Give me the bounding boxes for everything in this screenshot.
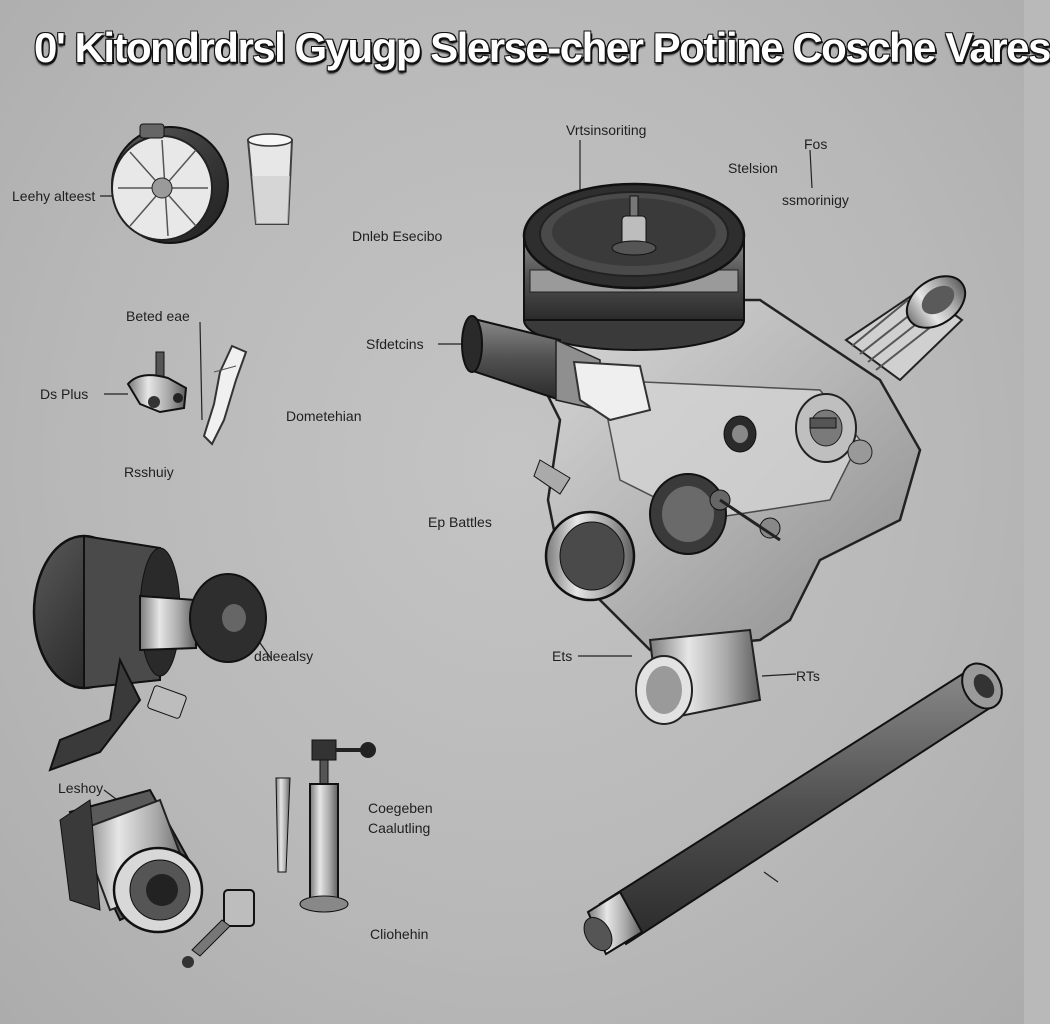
label-dometehian: Dometehian [286, 408, 362, 424]
label-cliohehin: Cliohehin [370, 926, 429, 942]
diagram-title: 0' Kitondrdrsl Gyugp Slerse-cher Potiine… [34, 24, 1050, 71]
label-dnleb-esecibo: Dnleb Esecibo [352, 228, 443, 244]
lever-part [202, 344, 248, 446]
nozzle-part [182, 889, 255, 968]
glass-cup-part [246, 133, 294, 225]
label-beted-eae: Beted eae [126, 308, 190, 324]
label-rts: RTs [796, 668, 820, 684]
label-fos: Fos [804, 136, 828, 152]
label-leehy-alteest: Leehy alteest [12, 188, 96, 204]
pump-housing-part [32, 534, 267, 772]
clip-part [126, 351, 188, 414]
long-tube-part [583, 662, 1003, 956]
label-ds-plus: Ds Plus [40, 386, 89, 402]
label-caalutling: Caalutling [368, 820, 431, 836]
label-ep-battles: Ep Battles [428, 514, 492, 530]
filter-disc-part [111, 123, 229, 244]
label-leshoy: Leshoy [58, 780, 104, 796]
carburetor-main-assembly [461, 182, 967, 725]
label-sfdetcins: Sfdetcins [366, 336, 424, 352]
label-rsshuiy: Rsshuiy [124, 464, 174, 480]
plunger-part [275, 739, 376, 913]
label-coegeben: Coegeben [368, 800, 433, 816]
label-ssmorinigy: ssmorinigy [782, 192, 849, 208]
parts-illustration [32, 123, 1003, 968]
label-vrtsinsoriting: Vrtsinsoriting [566, 122, 647, 138]
label-stelsion: Stelsion [728, 160, 778, 176]
label-ets: Ets [552, 648, 573, 664]
canister-part [59, 788, 204, 934]
label-dadealsy: daleealsy [254, 648, 314, 664]
